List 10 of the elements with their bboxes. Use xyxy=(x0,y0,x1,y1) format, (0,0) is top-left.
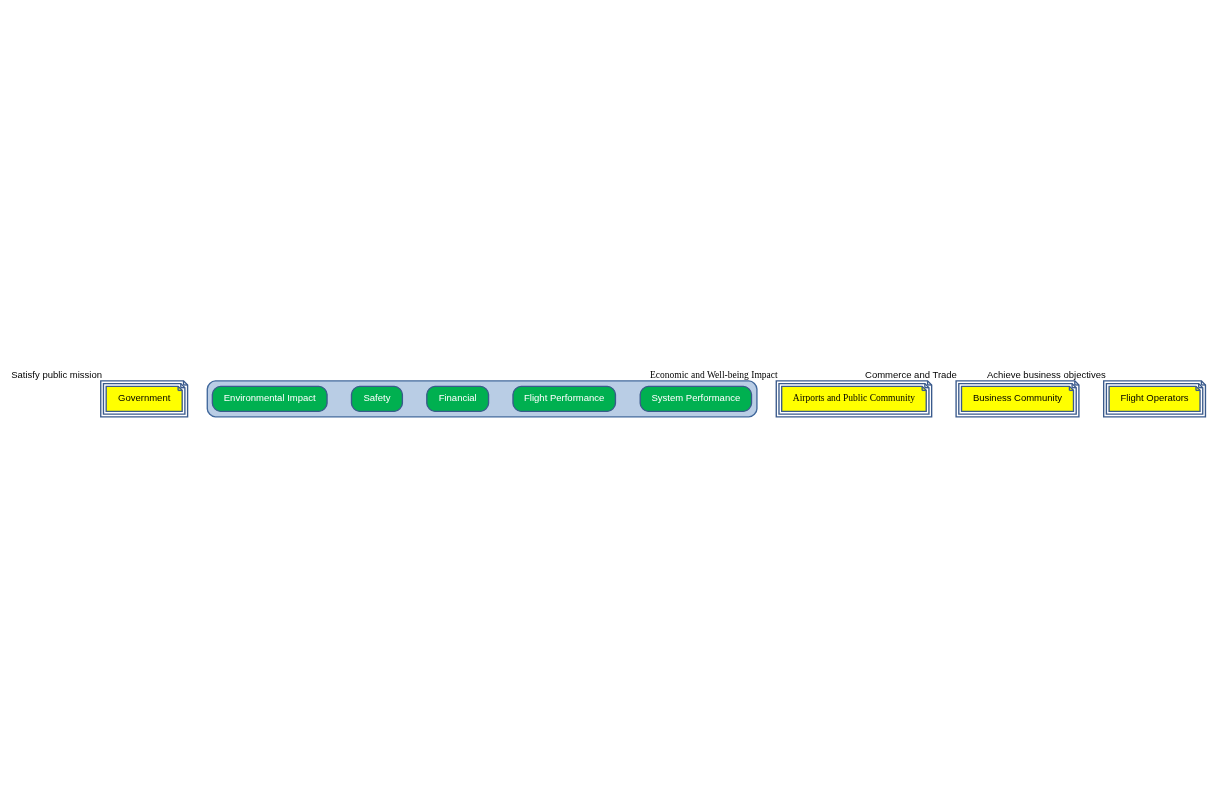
node-box: Flight Performance xyxy=(512,385,617,412)
node-box: Environmental Impact xyxy=(211,385,328,412)
node-label: Satisfy public mission xyxy=(11,368,103,380)
node-box: Safety xyxy=(350,385,404,412)
node-label: Economic and Well-being Impact xyxy=(650,369,778,380)
node-label: Commerce and Trade xyxy=(865,368,957,380)
node-label: Achieve business objectives xyxy=(986,368,1106,380)
node-box: System Performance xyxy=(639,385,753,412)
cluster xyxy=(206,379,758,418)
node-box: Financial xyxy=(426,385,490,412)
